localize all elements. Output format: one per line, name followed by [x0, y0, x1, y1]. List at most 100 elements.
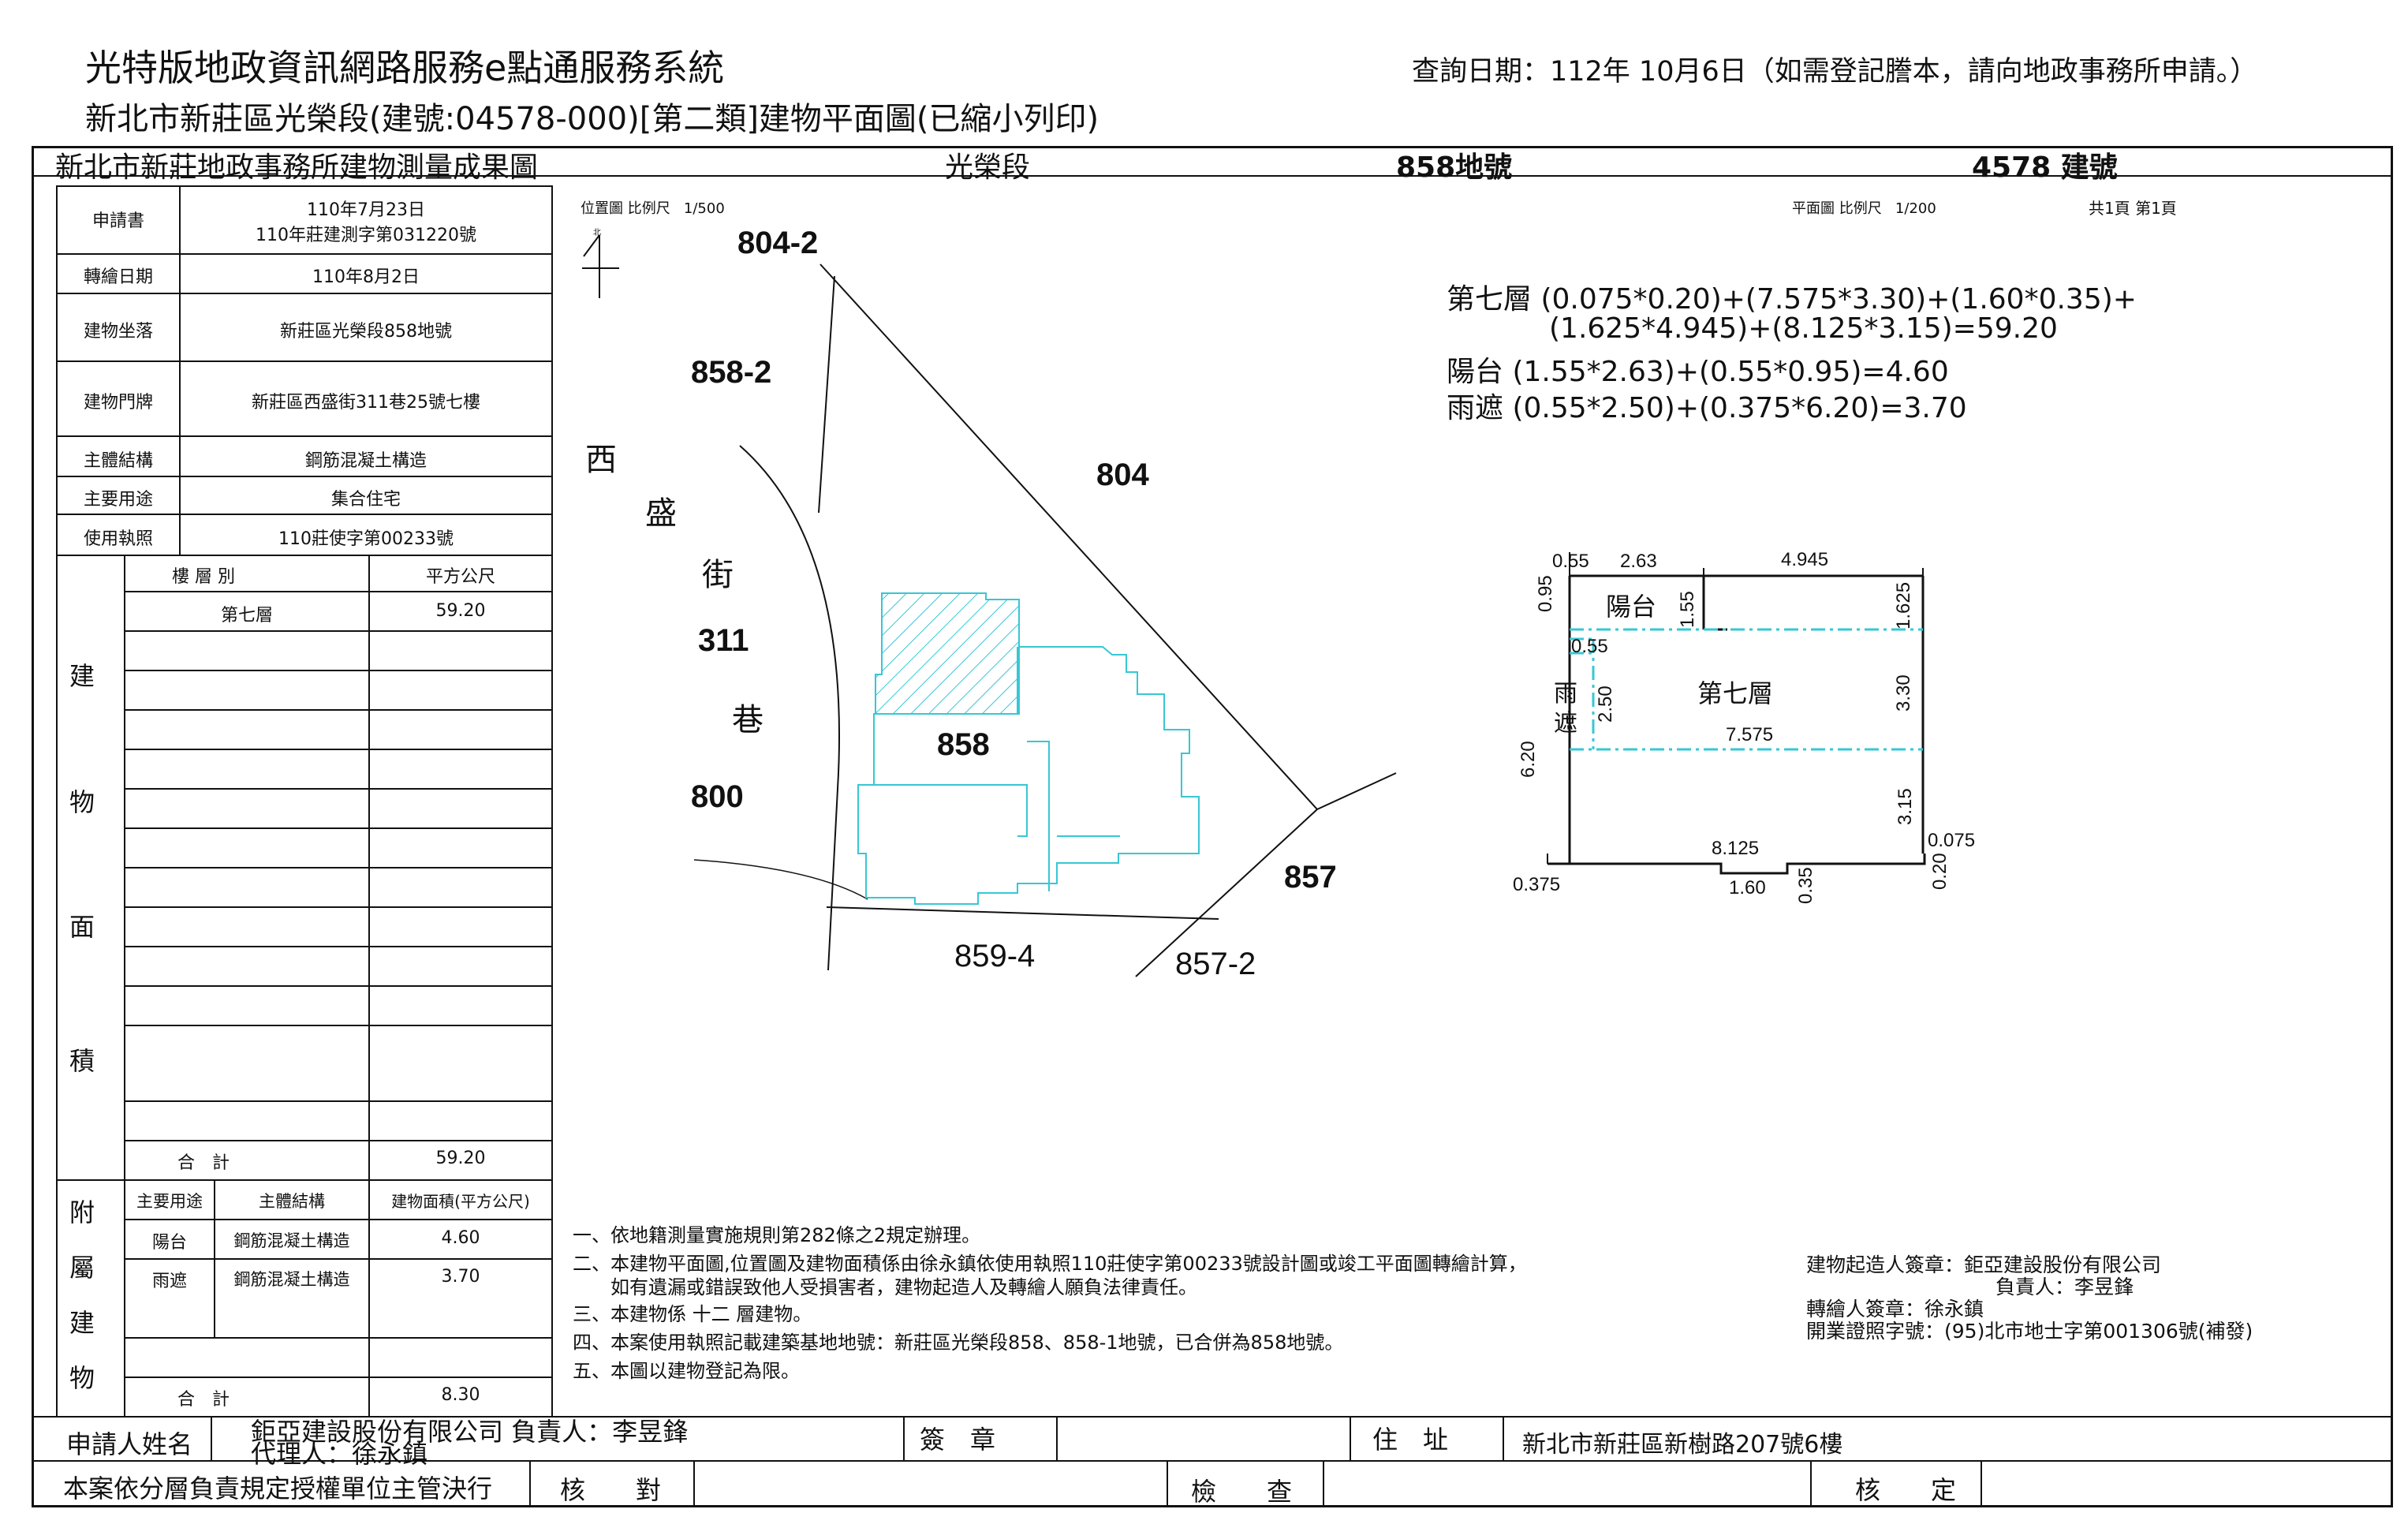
parcel-label: 858: [937, 727, 990, 762]
area-total-label: 合 計: [177, 1153, 230, 1173]
area-formula-line: (1.625*4.945)+(8.125*3.15)=59.20: [1549, 312, 2058, 345]
parcel-label: 804-2: [737, 226, 819, 260]
dim-label: 0.55: [1552, 551, 1589, 572]
application-date: 110年7月23日: [307, 200, 425, 220]
approve-label: 核 定: [1855, 1475, 1957, 1505]
office-title: 新北市新莊地政事務所建物測量成果圖: [55, 151, 539, 184]
system-title: 光特版地政資訊網路服務e點通服務系統: [85, 47, 725, 89]
note-line: 五、本圖以建物登記為限。: [573, 1360, 800, 1382]
attached-side-char: 屬: [69, 1253, 95, 1283]
usage-label: 主要用途: [83, 490, 153, 510]
applicant-name: 鉅亞建設股份有限公司 負責人：李昱鋒: [251, 1417, 689, 1447]
area-col-sqm: 平方公尺: [425, 567, 495, 587]
area-side-char: 物: [69, 787, 95, 817]
area-row-floor: 第七層: [220, 606, 273, 626]
area-total-value: 59.20: [435, 1149, 486, 1168]
dim-label: 8.125: [1712, 838, 1760, 859]
location-value: 新莊區光榮段858地號: [280, 322, 452, 342]
dim-label: 7.575: [1726, 724, 1774, 745]
applicant-agent: 代理人：徐永鎮: [251, 1439, 428, 1469]
seal-label: 簽 章: [920, 1425, 996, 1455]
check-label: 核 對: [560, 1475, 662, 1505]
inspect-label: 檢 查: [1191, 1477, 1293, 1507]
dim-label: 2.63: [1620, 551, 1657, 572]
building-number: 4578 建號: [1972, 151, 2118, 184]
note-line: 一、依地籍測量實施規則第282條之2規定辦理。: [573, 1224, 981, 1246]
land-number: 858地號: [1396, 151, 1513, 184]
draw-date-label: 轉繪日期: [83, 267, 153, 287]
area-formula-line: 陽台 (1.55*2.63)+(0.55*0.95)=4.60: [1447, 356, 1949, 388]
room-floor: 第七層: [1697, 678, 1774, 708]
application-label: 申請書: [91, 211, 144, 231]
dim-label: 0.55: [1571, 636, 1608, 657]
page-count: 共1頁 第1頁: [2089, 199, 2177, 218]
dim-label: 1.60: [1729, 877, 1766, 898]
room-canopy: 遮: [1554, 710, 1577, 738]
attached-total-value: 8.30: [441, 1385, 480, 1405]
address-label: 住 址: [1372, 1425, 1449, 1455]
area-row-value: 59.20: [435, 601, 486, 621]
area-side-char: 面: [69, 912, 95, 942]
attached-row-area: 4.60: [441, 1228, 480, 1248]
signature-line: 建物起造人簽章：鉅亞建設股份有限公司: [1806, 1253, 2162, 1276]
attached-col-structure: 主體結構: [259, 1192, 325, 1211]
approval-rule: 本案依分層負責規定授權單位主管決行: [63, 1474, 493, 1504]
note-line: 如有遺漏或錯誤致他人受損害者，建物起造人及轉繪人願負法律責任。: [573, 1276, 1197, 1298]
street-char: 街: [702, 557, 734, 593]
section-name: 光榮段: [945, 151, 1031, 184]
attached-side-char: 附: [69, 1197, 95, 1227]
dim-label: 0.375: [1513, 874, 1561, 895]
signature-line: 轉繪人簽章：徐永鎮: [1806, 1298, 1984, 1320]
door-value: 新莊區西盛街311巷25號七樓: [252, 393, 480, 413]
area-col-floor: 樓 層 別: [172, 567, 235, 587]
attached-row-structure: 鋼筋混凝土構造: [233, 1231, 350, 1250]
attached-row-use: 雨遮: [151, 1272, 187, 1291]
note-line: 三、本建物係 十二 層建物。: [573, 1303, 812, 1325]
parcel-label: 857-2: [1175, 947, 1256, 981]
attached-side-char: 建: [69, 1308, 95, 1338]
attached-col-area: 建物面積(平方公尺): [391, 1192, 530, 1211]
dim-label: 4.945: [1781, 549, 1829, 570]
note-line: 二、本建物平面圖,位置圖及建物面積係由徐永鎮依使用執照110莊使字第00233號…: [573, 1253, 1527, 1275]
street-char: 巷: [732, 702, 763, 738]
note-line: 四、本案使用執照記載建築基地地號：新莊區光榮段858、858-1地號，已合併為8…: [573, 1332, 1344, 1354]
parcel-label: 804: [1096, 458, 1149, 492]
document-subtitle: 新北市新莊區光榮段(建號:04578-000)[第二類]建物平面圖(已縮小列印): [85, 101, 1099, 137]
street-char: 盛: [645, 495, 677, 532]
north-label: 北: [593, 229, 601, 237]
room-balcony: 陽台: [1606, 592, 1657, 622]
attached-row-structure: 鋼筋混凝土構造: [233, 1270, 350, 1289]
applicant-label: 申請人姓名: [66, 1429, 193, 1459]
street-char: 311: [698, 623, 749, 658]
permit-label: 使用執照: [83, 529, 153, 549]
street-char: 西: [585, 442, 617, 478]
attached-row-area: 3.70: [441, 1267, 480, 1287]
attached-row-use: 陽台: [151, 1233, 187, 1253]
unit-hatch: [875, 592, 1020, 715]
signature-line: 負責人：李昱鋒: [1995, 1276, 2134, 1298]
parcel-label: 859-4: [954, 939, 1036, 973]
floor-plan-label: 平面圖 比例尺 1/200: [1792, 200, 1936, 217]
structure-label: 主體結構: [83, 451, 153, 471]
location-map-label: 位置圖 比例尺 1/500: [581, 200, 725, 217]
structure-value: 鋼筋混凝土構造: [304, 451, 427, 471]
signature-line: 開業證照字號：(95)北市地士字第001306號(補發): [1806, 1320, 2253, 1343]
parcel-label: 857: [1284, 860, 1337, 895]
location-label: 建物坐落: [83, 322, 153, 342]
sheet-header-line: [32, 175, 2393, 177]
usage-value: 集合住宅: [330, 490, 401, 510]
permit-value: 110莊使字第00233號: [278, 529, 454, 549]
area-formula-line: 雨遮 (0.55*2.50)+(0.375*6.20)=3.70: [1447, 392, 1967, 424]
area-side-char: 積: [69, 1046, 95, 1076]
dim-label: 0.075: [1928, 830, 1976, 851]
address-value: 新北市新莊區新樹路207號6樓: [1522, 1431, 1843, 1459]
attached-side-char: 物: [69, 1363, 95, 1393]
query-date: 查詢日期：112年 10月6日（如需登記謄本，請向地政事務所申請。）: [1412, 56, 2258, 88]
sheet-frame: [32, 146, 2393, 1507]
parcel-label: 800: [691, 779, 744, 814]
application-number: 110年莊建測字第031220號: [256, 226, 476, 245]
